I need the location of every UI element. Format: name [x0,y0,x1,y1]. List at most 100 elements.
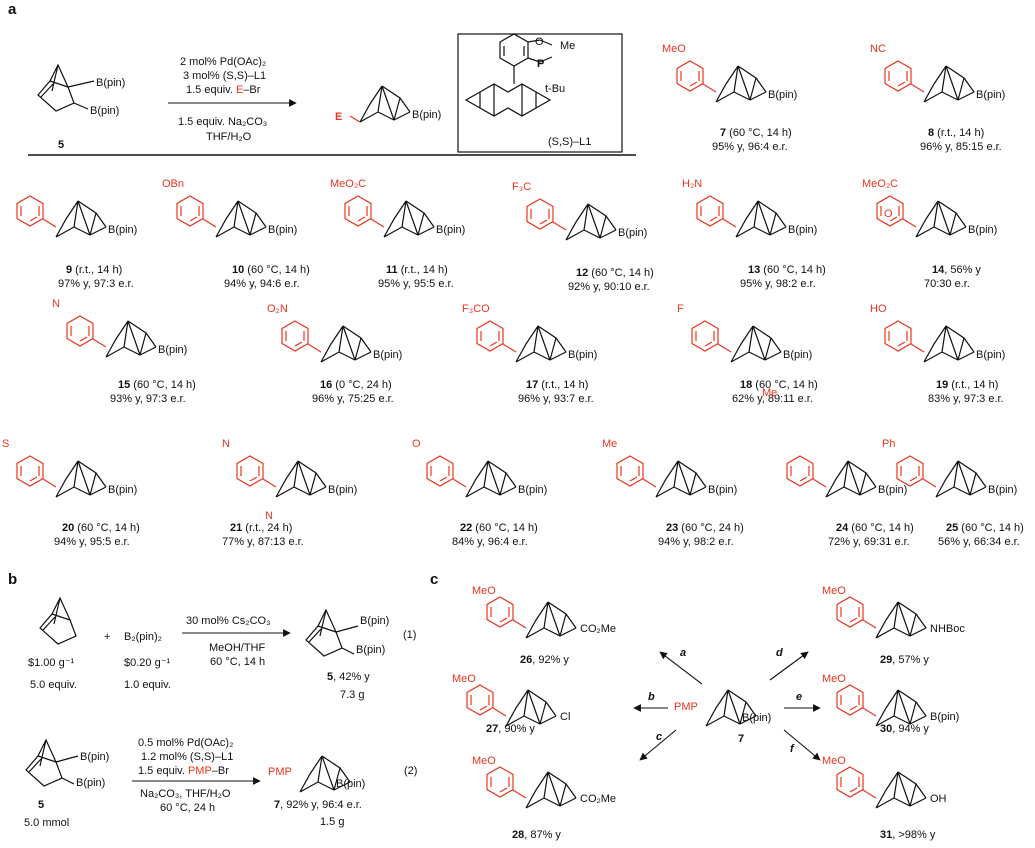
cond-pd: 2 mol% Pd(OAc)₂ [180,56,266,68]
derivative-label: 31, >98% y [880,829,936,841]
arrow-f [783,729,821,761]
b2-prod-bpin: B(pin) [336,778,365,790]
compound-label: 19 (r.t., 14 h) [936,379,998,391]
bpin-label: B(pin) [328,484,357,496]
aryl-ring [281,320,309,352]
bpin-label: B(pin) [108,224,137,236]
b-eq1: (1) [403,629,416,641]
bicyclic-core [465,460,517,498]
aryl-ring [66,315,94,347]
substituent-label: MeO₂C [862,178,898,190]
compound-label: 16 (0 °C, 24 h) [320,379,392,391]
substituent-label: MeO₂C [330,178,366,190]
b-plus: + [104,631,110,643]
substituent-label: OBn [162,178,184,190]
compound-label: 23 (60 °C, 24 h) [666,522,744,534]
b-reagent: B₂(pin)₂ [124,631,162,643]
compound-yield: 94% y, 94:6 e.r. [224,278,300,290]
c18-me: Me [762,387,777,399]
substituent-label: S [2,438,9,450]
meo-label: MeO [822,673,846,685]
b-sm-num: 5 [38,799,44,811]
b-cond1: 30 mol% Cs₂CO₃ [186,615,271,627]
arrow-a-label: a [680,647,686,659]
bpin-label: B(pin) [268,224,297,236]
cond-base: 1.5 equiv. Na₂CO₃ [178,116,267,128]
substituent-label: Me [602,438,617,450]
panel-c-label: c [430,571,438,588]
bicyclic-core [275,460,327,498]
compound-9: B(pin) 9 (r.t., 14 h) 97% y, 97:3 e.r. [16,195,137,290]
compound-yield: 97% y, 97:3 e.r. [58,278,134,290]
bicyclic-core [320,325,372,363]
aryl-ring [884,60,912,92]
substituent-label: MeO [662,43,686,55]
aryl-ring [476,320,504,352]
substituent-label: O [412,438,421,450]
compound-yield: 96% y, 85:15 e.r. [920,141,1002,153]
meo-label: MeO [452,673,476,685]
compound-yield: 62% y, 89:11 e.r. [732,393,813,405]
b-eq2: (2) [404,765,417,777]
aryl-ring [344,195,372,227]
meo-label: MeO [472,585,496,597]
scheme-c: PMP B(pin) 7 a b c d e f [633,647,821,761]
bpin-label: B(pin) [976,89,1005,101]
panel-a-label: a [8,1,17,18]
bpin-label: B(pin) [788,224,817,236]
compound-label: 22 (60 °C, 14 h) [460,522,538,534]
ligand-me: Me [560,40,575,52]
bicyclic-core [735,200,787,238]
compound-label: 20 (60 °C, 14 h) [62,522,140,534]
bpin-label: B(pin) [518,484,547,496]
b-cond3: 60 °C, 14 h [210,656,265,668]
compound-15: B(pin)N15 (60 °C, 14 h)93% y, 97:3 e.r. [52,298,196,405]
compound-yield: 96% y, 75:25 e.r. [312,393,394,405]
bicyclic-core [215,200,267,238]
bicyclic-core [935,460,987,498]
b-prod-bpin1: B(pin) [360,615,389,627]
bicyclic-core [55,460,107,498]
aryl-ring [176,195,204,227]
derivative-label: 30, 94% y [880,723,929,735]
functional-group-label: Cl [560,711,570,723]
compound-yield: 94% y, 98:2 e.r. [658,536,734,548]
functional-group-label: NHBoc [930,623,965,635]
arrow-f-label: f [790,743,795,755]
product-e-label: E [335,111,342,123]
b2-prod-pmp: PMP [268,766,292,778]
bpin-label: B(pin) [768,89,797,101]
norbornene-5-structure [37,64,95,112]
arrow-e-label: e [796,691,802,703]
ligand-tbu: t-Bu [545,83,565,95]
b2-cond3: 1.5 equiv. PMP–Br [138,765,229,777]
compound-yield: 92% y, 90:10 e.r. [568,281,650,293]
compound-yield: 94% y, 95:5 e.r. [54,536,130,548]
aryl-ring [676,60,704,92]
b2-prod-mass: 1.5 g [320,816,344,828]
compound-label: 9 (r.t., 14 h) [66,264,122,276]
bpin-label: B(pin) [618,227,647,239]
panel-b-label: b [8,571,17,588]
substituent-label: F [677,303,684,315]
ligand-o: O [535,36,544,48]
arrow-c [639,729,677,761]
aryl-ring [16,455,44,487]
bicyclic-core [515,325,567,363]
b2-cond4: Na₂CO₃, THF/H₂O [140,788,231,800]
compound-label: 12 (60 °C, 14 h) [576,267,654,279]
compound-24: B(pin)24 (60 °C, 14 h)72% y, 69:31 e.r. [786,455,914,548]
substituent-label: HO [870,303,887,315]
aryl-ring [426,455,454,487]
aryl-ring [896,455,924,487]
